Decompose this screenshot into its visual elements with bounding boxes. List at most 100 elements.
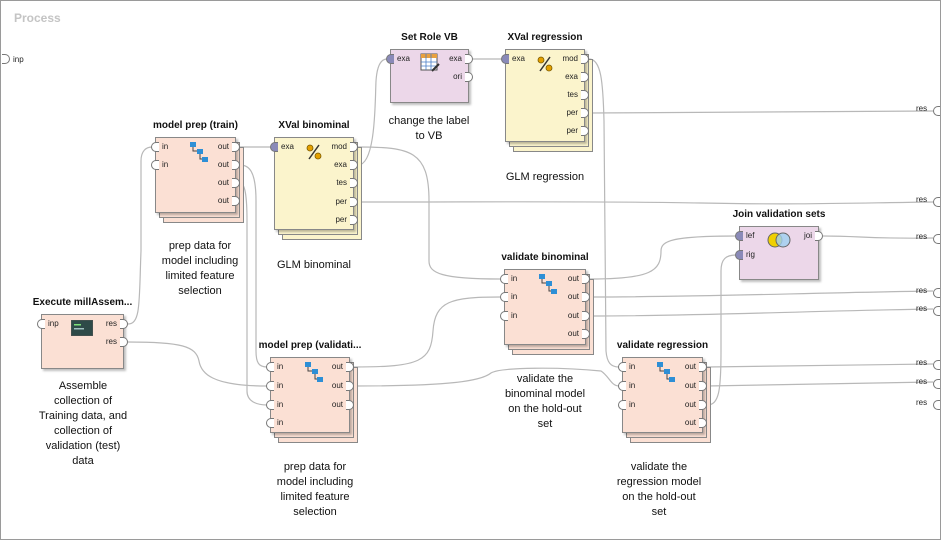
operator-caption: GLM regression — [505, 171, 585, 183]
input-port[interactable] — [618, 400, 626, 410]
output-port[interactable] — [815, 231, 823, 241]
output-port[interactable] — [465, 72, 473, 82]
percent-icon — [306, 144, 322, 160]
output-port[interactable] — [582, 274, 590, 284]
output-port[interactable] — [350, 215, 358, 225]
output-port[interactable] — [232, 160, 240, 170]
input-port[interactable] — [270, 142, 278, 152]
port-label: out — [567, 292, 579, 301]
port-label: res — [105, 319, 117, 328]
output-port[interactable] — [346, 381, 354, 391]
operator-title: Set Role VB — [401, 32, 458, 43]
input-port[interactable] — [500, 274, 508, 284]
port-label: in — [277, 400, 284, 409]
port-label: exa — [565, 72, 578, 81]
wire — [353, 296, 501, 368]
output-port[interactable] — [232, 178, 240, 188]
operator-model-prep-validation[interactable]: model prep (validati... in in in in out … — [259, 340, 361, 443]
port-label: out — [684, 362, 696, 371]
operator-title: validate binominal — [501, 252, 589, 263]
operator-caption: prep data for model including limited fe… — [276, 461, 354, 518]
port-label: out — [567, 311, 579, 320]
output-port[interactable] — [465, 54, 473, 64]
input-port[interactable] — [266, 381, 274, 391]
input-port[interactable] — [500, 292, 508, 302]
output-port[interactable] — [582, 329, 590, 339]
operator-caption: GLM binominal — [277, 259, 351, 271]
wire — [706, 254, 737, 406]
result-port[interactable] — [933, 400, 940, 410]
output-port[interactable] — [699, 400, 707, 410]
input-port[interactable] — [151, 160, 159, 170]
operator-validate-binominal[interactable]: validate binominal in in in out out out … — [500, 252, 594, 355]
wire — [589, 290, 934, 298]
input-port[interactable] — [386, 54, 394, 64]
input-port[interactable] — [151, 142, 159, 152]
port-label: per — [335, 197, 347, 206]
result-port[interactable] — [933, 197, 940, 207]
result-port-label: res — [916, 304, 928, 313]
operator-join-validation-sets[interactable]: Join validation sets lef rig joi — [733, 209, 825, 280]
port-label: out — [684, 381, 696, 390]
input-port[interactable] — [266, 400, 274, 410]
output-port[interactable] — [232, 142, 240, 152]
output-port[interactable] — [120, 337, 128, 347]
result-port[interactable] — [933, 306, 940, 316]
process-input-port[interactable] — [2, 54, 10, 64]
operator-xval-binominal[interactable]: XVal binominal exa mod exa tes per per — [270, 120, 362, 240]
input-port[interactable] — [266, 362, 274, 372]
result-port[interactable] — [933, 106, 940, 116]
output-port[interactable] — [581, 90, 589, 100]
wire — [353, 367, 620, 387]
wire — [239, 164, 268, 368]
operator-validate-regression[interactable]: validate regression in in in out out out… — [617, 340, 711, 443]
input-port[interactable] — [37, 319, 45, 329]
output-port[interactable] — [350, 160, 358, 170]
output-port[interactable] — [350, 142, 358, 152]
output-port[interactable] — [120, 319, 128, 329]
result-port-label: res — [916, 398, 928, 407]
output-port[interactable] — [582, 292, 590, 302]
input-port[interactable] — [618, 381, 626, 391]
input-port[interactable] — [501, 54, 509, 64]
output-port[interactable] — [346, 400, 354, 410]
port-label: per — [566, 108, 578, 117]
input-port[interactable] — [266, 418, 274, 428]
output-port[interactable] — [581, 54, 589, 64]
port-label: out — [567, 329, 579, 338]
port-label: ori — [453, 72, 462, 81]
operator-model-prep-train[interactable]: model prep (train) in in out out out out — [151, 120, 244, 223]
result-port[interactable] — [933, 288, 940, 298]
port-label: out — [217, 160, 229, 169]
output-port[interactable] — [581, 126, 589, 136]
operator-set-role-vb[interactable]: Set Role VB exa exa ori — [386, 32, 473, 103]
port-label: out — [217, 196, 229, 205]
output-port[interactable] — [346, 362, 354, 372]
input-port[interactable] — [735, 231, 743, 241]
operator-execute-mill-assem[interactable]: Execute millAssem... inp res res — [33, 297, 132, 369]
output-port[interactable] — [582, 311, 590, 321]
output-port[interactable] — [232, 196, 240, 206]
operator-xval-regression[interactable]: XVal regression exa mod exa tes per per — [501, 32, 593, 152]
wire — [357, 146, 501, 280]
result-port[interactable] — [933, 360, 940, 370]
wire — [589, 235, 737, 280]
output-port[interactable] — [581, 108, 589, 118]
result-port[interactable] — [933, 379, 940, 389]
port-label: in — [511, 311, 518, 320]
input-port[interactable] — [618, 362, 626, 372]
input-port[interactable] — [500, 311, 508, 321]
output-port[interactable] — [581, 72, 589, 82]
result-port[interactable] — [933, 234, 940, 244]
wire — [588, 110, 934, 114]
output-port[interactable] — [699, 381, 707, 391]
output-port[interactable] — [350, 197, 358, 207]
input-port[interactable] — [735, 250, 743, 260]
output-port[interactable] — [350, 178, 358, 188]
output-port[interactable] — [699, 362, 707, 372]
output-port[interactable] — [699, 418, 707, 428]
operator-title: XVal binominal — [278, 120, 350, 131]
operator-caption: validate the binominal model on the hold… — [504, 373, 586, 430]
